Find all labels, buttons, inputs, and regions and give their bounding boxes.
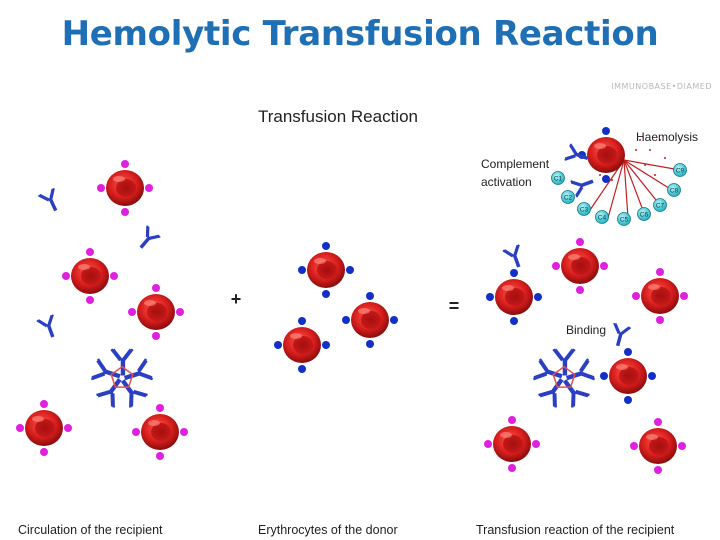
antibody-igg: [37, 187, 64, 216]
caption-donor: Erythrocytes of the donor: [258, 523, 398, 537]
figure-title: Transfusion Reaction: [258, 107, 418, 126]
svg-text:C8: C8: [670, 188, 679, 195]
svg-text:C6: C6: [640, 212, 649, 219]
donor-erythrocyte: [342, 292, 398, 348]
antibody-igg: [132, 224, 162, 254]
recipient-erythrocyte: [632, 268, 688, 324]
complement-label-line2: activation: [481, 175, 532, 189]
recipient-panel: [16, 160, 188, 460]
recipient-erythrocyte: [552, 238, 608, 294]
caption-recipient: Circulation of the recipient: [18, 523, 163, 537]
complement-c6: C6: [637, 207, 651, 221]
haemolysis-lines: [589, 159, 681, 219]
donor-erythrocyte: [600, 348, 656, 404]
complement-label-line1: Complement: [481, 157, 550, 171]
recipient-erythrocyte: [132, 404, 188, 460]
haemolysis-debris: [599, 139, 666, 181]
svg-text:C3: C3: [580, 207, 589, 214]
antibody-igm-pentamer: [533, 349, 594, 407]
antibody-igg: [607, 322, 632, 349]
slide-title: Hemolytic Transfusion Reaction: [61, 14, 659, 54]
svg-text:C2: C2: [564, 195, 573, 202]
antibody-igg: [563, 142, 592, 169]
equals-sign: =: [449, 296, 460, 316]
donor-erythrocyte: [486, 269, 542, 325]
complement-c9: C9: [673, 163, 687, 177]
complement-cascade: C9 C8 C7 C6 C5 C4 C3 C2 C1: [551, 163, 687, 226]
complement-c3: C3: [577, 202, 591, 216]
complement-c7: C7: [653, 198, 667, 212]
haemolysis-label: Haemolysis: [636, 130, 698, 144]
antibody-igg: [35, 313, 62, 342]
binding-label: Binding: [566, 323, 606, 337]
svg-text:C4: C4: [598, 215, 607, 222]
complement-c4: C4: [595, 210, 609, 224]
lysed-erythrocyte: [578, 127, 625, 183]
recipient-erythrocyte: [484, 416, 540, 472]
donor-panel: [274, 242, 398, 373]
svg-text:C7: C7: [656, 203, 665, 210]
caption-reaction: Transfusion reaction of the recipient: [476, 523, 675, 537]
complement-c1: C1: [551, 171, 565, 185]
antibody-igm-pentamer: [91, 349, 152, 407]
complement-c8: C8: [667, 183, 681, 197]
plus-sign: +: [231, 289, 242, 309]
complement-c2: C2: [561, 190, 575, 204]
watermark: IMMUNOBASE•DIAMED: [611, 82, 712, 91]
recipient-erythrocyte: [630, 418, 686, 474]
donor-erythrocyte: [298, 242, 354, 298]
svg-text:C5: C5: [620, 217, 629, 224]
recipient-erythrocyte: [128, 284, 184, 340]
recipient-erythrocyte: [62, 248, 118, 304]
antibody-igg: [501, 243, 528, 272]
recipient-erythrocyte: [97, 160, 153, 216]
complement-c5: C5: [617, 212, 631, 226]
svg-text:C1: C1: [554, 176, 563, 183]
svg-text:C9: C9: [676, 168, 685, 175]
donor-erythrocyte: [274, 317, 330, 373]
reaction-panel: C9 C8 C7 C6 C5 C4 C3 C2 C1: [484, 127, 688, 474]
recipient-erythrocyte: [16, 400, 72, 456]
antibody-igg: [569, 172, 598, 199]
